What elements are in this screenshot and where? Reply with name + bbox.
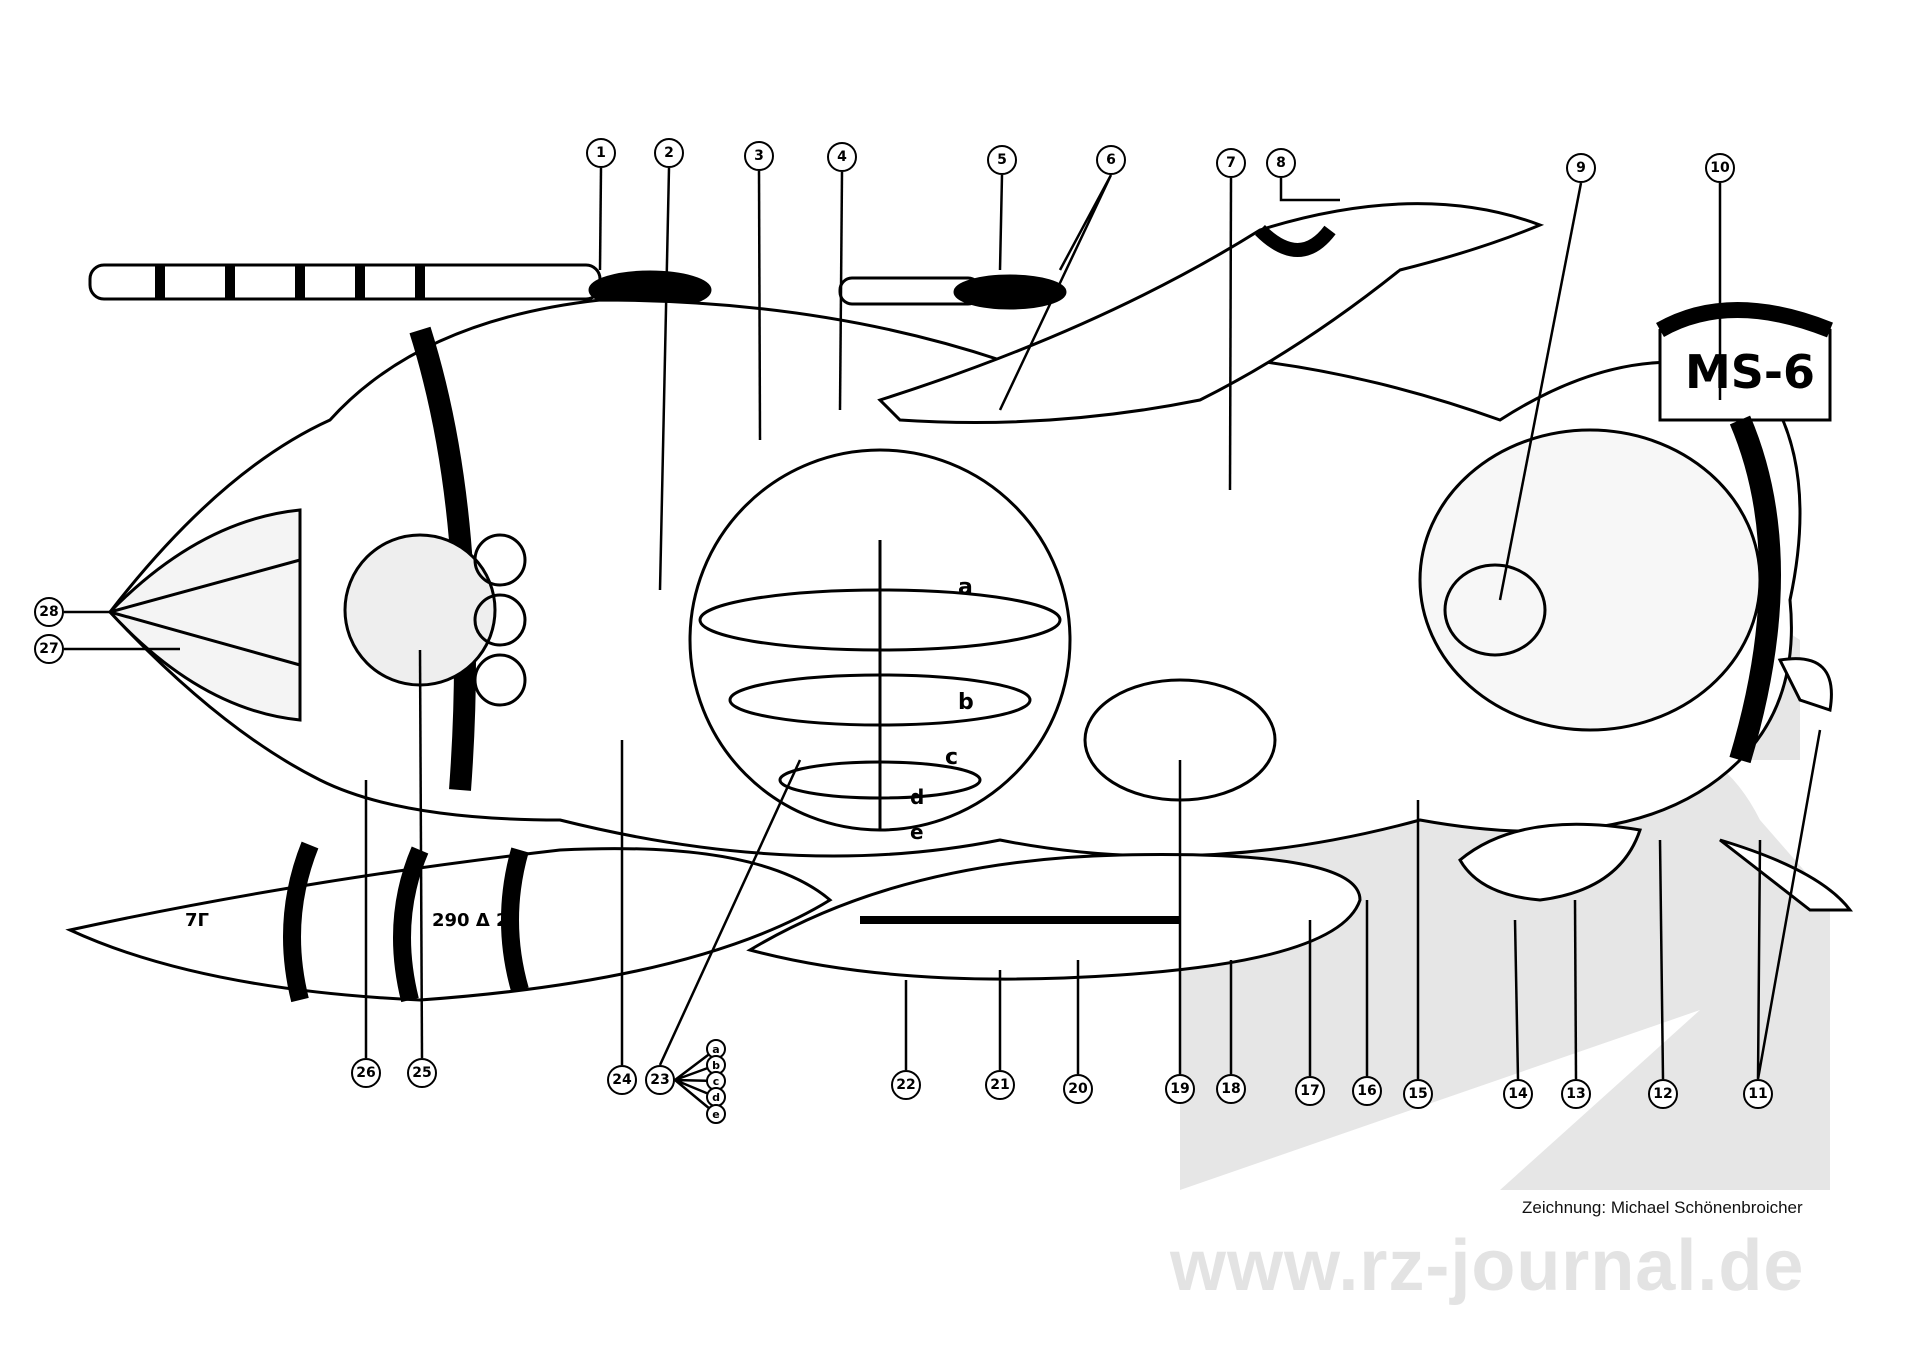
callout-9: 9 xyxy=(1566,153,1596,183)
callout-17: 17 xyxy=(1295,1076,1325,1106)
callout-10: 10 xyxy=(1705,153,1735,183)
callout-24: 24 xyxy=(607,1065,637,1095)
callout-12: 12 xyxy=(1648,1079,1678,1109)
callout-1: 1 xyxy=(586,138,616,168)
callout-3: 3 xyxy=(744,141,774,171)
pod-marking-right: 290 Δ 2 xyxy=(432,910,509,931)
leader-lines xyxy=(64,167,1822,1115)
interior-letter-e: e xyxy=(910,820,924,844)
fin-code-label: MS-6 xyxy=(1685,345,1816,399)
watermark-url: www.rz-journal.de xyxy=(1170,1226,1805,1306)
callout-21: 21 xyxy=(985,1070,1015,1100)
callout-6: 6 xyxy=(1096,145,1126,175)
artist-credit: Zeichnung: Michael Schönenbroicher xyxy=(1522,1198,1803,1217)
callout-18: 18 xyxy=(1216,1074,1246,1104)
callout-13: 13 xyxy=(1561,1079,1591,1109)
callout-4: 4 xyxy=(827,142,857,172)
callout-20: 20 xyxy=(1063,1074,1093,1104)
callout-5: 5 xyxy=(987,145,1017,175)
callout-23: 23 xyxy=(645,1065,675,1095)
callout-14: 14 xyxy=(1503,1079,1533,1109)
callout-8: 8 xyxy=(1266,148,1296,178)
callout-7: 7 xyxy=(1216,148,1246,178)
callout-11: 11 xyxy=(1743,1079,1773,1109)
interior-letter-d: d xyxy=(910,785,925,809)
interior-letter-b: b xyxy=(958,690,974,715)
ship-outline xyxy=(65,202,1854,1003)
callout-22: 22 xyxy=(891,1070,921,1100)
pod-marking-left: 7Γ xyxy=(185,910,209,931)
interior-letter-a: a xyxy=(958,575,973,600)
callout-2: 2 xyxy=(654,138,684,168)
callout-27: 27 xyxy=(34,634,64,664)
callout-15: 15 xyxy=(1403,1079,1433,1109)
callout-25: 25 xyxy=(407,1058,437,1088)
sub-callout-e: e xyxy=(706,1104,726,1124)
callout-28: 28 xyxy=(34,597,64,627)
callout-19: 19 xyxy=(1165,1074,1195,1104)
callout-16: 16 xyxy=(1352,1076,1382,1106)
callout-26: 26 xyxy=(351,1058,381,1088)
interior-letter-c: c xyxy=(945,745,959,770)
